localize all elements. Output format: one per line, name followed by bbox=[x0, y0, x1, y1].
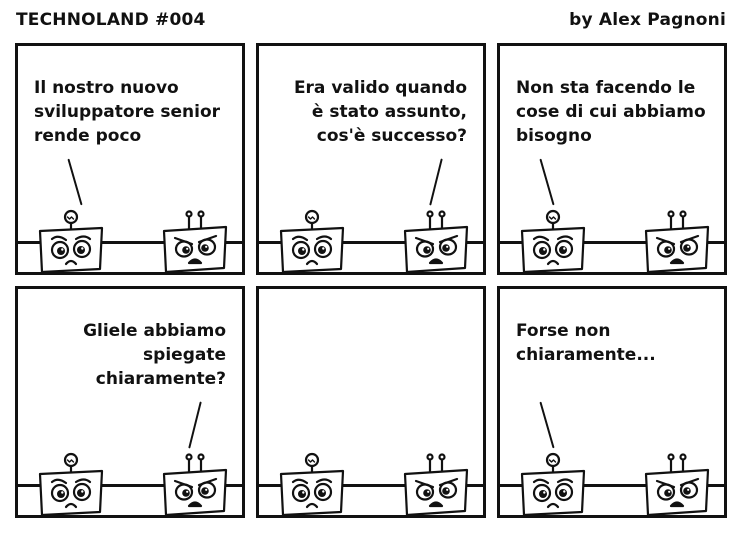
table-line bbox=[500, 484, 724, 487]
table-line bbox=[259, 484, 483, 487]
speech-tail bbox=[67, 158, 83, 206]
comic-panel-5 bbox=[256, 286, 486, 518]
comic-author: by Alex Pagnoni bbox=[569, 10, 726, 30]
angry-robot bbox=[162, 453, 228, 515]
comic-panel-3: Non sta facendo le cose di cui abbiamo b… bbox=[497, 43, 727, 275]
speech-text: Gliele abbiamo spiegate chiaramente? bbox=[83, 321, 226, 389]
worried-robot bbox=[279, 452, 345, 515]
angry-robot bbox=[403, 453, 469, 515]
angry-robot bbox=[644, 453, 710, 515]
table-line bbox=[18, 241, 242, 244]
speech-tail bbox=[539, 158, 555, 206]
angry-robot bbox=[644, 210, 710, 272]
speech-tail bbox=[188, 401, 202, 449]
worried-robot bbox=[279, 209, 345, 272]
speech-text: Forse non chiaramente... bbox=[516, 321, 656, 365]
table-line bbox=[259, 241, 483, 244]
angry-robot bbox=[162, 210, 228, 272]
speech-text: Non sta facendo le cose di cui abbiamo b… bbox=[516, 78, 706, 146]
comic-panel-4: Gliele abbiamo spiegate chiaramente? bbox=[15, 286, 245, 518]
comic-panel-2: Era valido quando è stato assunto, cos'è… bbox=[256, 43, 486, 275]
speech-tail bbox=[539, 401, 555, 449]
worried-robot bbox=[38, 452, 104, 515]
angry-robot bbox=[403, 210, 469, 272]
comic-title: TECHNOLAND #004 bbox=[16, 10, 206, 30]
worried-robot bbox=[520, 452, 586, 515]
worried-robot bbox=[38, 209, 104, 272]
table-line bbox=[500, 241, 724, 244]
comic-panel-6: Forse non chiaramente... bbox=[497, 286, 727, 518]
comic-panel-1: Il nostro nuovo sviluppatore senior rend… bbox=[15, 43, 245, 275]
speech-tail bbox=[429, 158, 443, 206]
speech-text: Era valido quando è stato assunto, cos'è… bbox=[293, 78, 467, 146]
worried-robot bbox=[520, 209, 586, 272]
speech-text: Il nostro nuovo sviluppatore senior rend… bbox=[34, 78, 221, 146]
table-line bbox=[18, 484, 242, 487]
